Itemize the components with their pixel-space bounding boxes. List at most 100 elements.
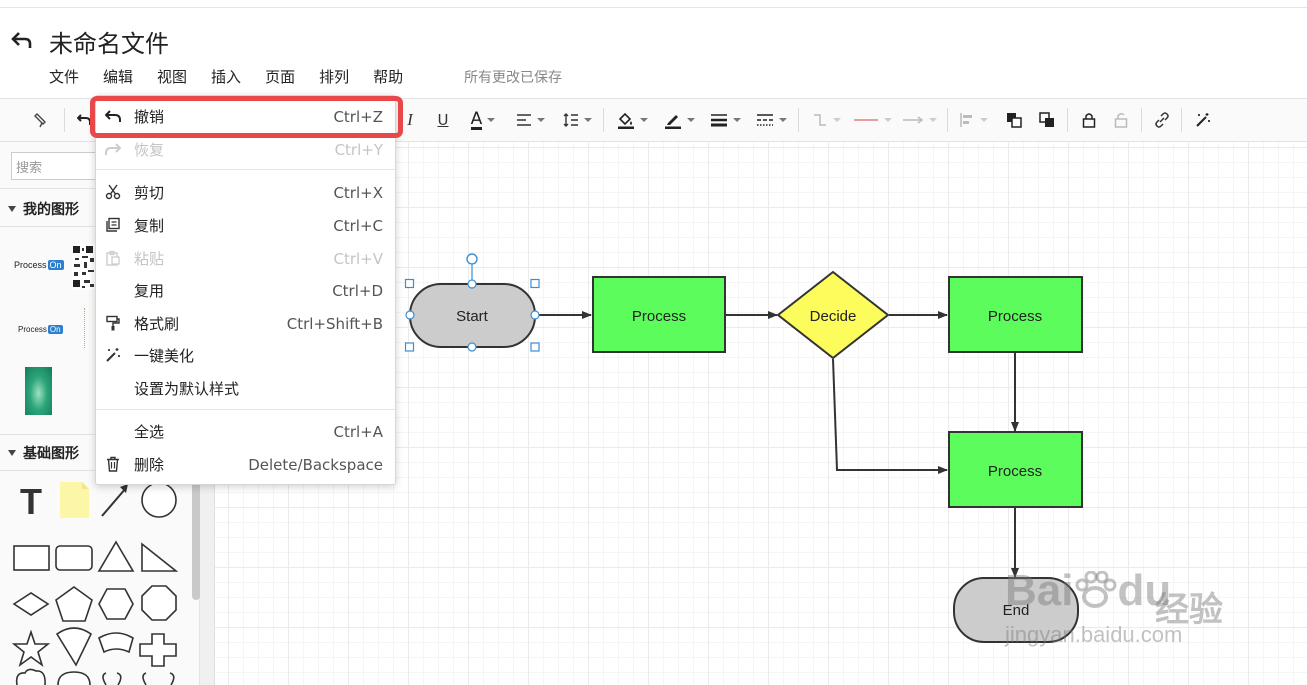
arrow-line-shape[interactable] [101, 484, 128, 517]
arc-band-shape[interactable] [98, 632, 134, 654]
menu-item-duplicate[interactable]: 复用 Ctrl+D [134, 281, 383, 301]
scissors-icon [105, 184, 121, 200]
fill-color-icon [617, 112, 634, 129]
chevron-down-icon [778, 118, 787, 122]
basic-shapes-grid: T [11, 481, 179, 685]
link-icon[interactable] [1151, 99, 1173, 141]
chevron-down-icon [979, 118, 988, 122]
menu-bar: 文件 编辑 视图 插入 页面 排列 帮助 [49, 66, 427, 87]
qr-code-thumbnail[interactable] [72, 244, 96, 290]
brace-shape[interactable] [102, 672, 122, 685]
line-spacing-button[interactable] [559, 99, 595, 141]
ellipse-shape[interactable] [57, 671, 91, 685]
thumbnail-partial[interactable] [84, 308, 94, 348]
svg-text:Process: Process [988, 463, 1042, 480]
align-shapes-button[interactable] [955, 99, 991, 141]
save-status: 所有更改已保存 [464, 70, 562, 86]
menu-item-copy[interactable]: 复制 Ctrl+C [96, 209, 395, 242]
menu-view[interactable]: 视图 [157, 68, 188, 86]
menu-help[interactable]: 帮助 [373, 68, 404, 86]
green-poster-thumbnail[interactable] [25, 367, 52, 415]
end-terminal-shape[interactable]: End [953, 577, 1079, 643]
menu-page[interactable]: 页面 [265, 68, 296, 86]
unlock-icon[interactable] [1110, 99, 1132, 141]
toolbar-divider [1141, 108, 1142, 132]
beautify-icon[interactable] [1192, 99, 1214, 141]
line-end-button[interactable] [850, 99, 894, 141]
menu-divider [96, 409, 395, 410]
menu-file[interactable]: 文件 [49, 68, 80, 86]
section-basic-shapes[interactable]: 基础图形 [8, 443, 79, 463]
funnel-sector-shape[interactable] [55, 627, 93, 667]
line-color-button[interactable] [659, 99, 699, 141]
bring-front-icon[interactable] [1003, 99, 1025, 141]
section-my-shapes[interactable]: 我的图形 [8, 199, 79, 219]
format-painter-icon [105, 315, 121, 331]
format-painter-icon[interactable] [30, 99, 52, 141]
rotate-handle[interactable] [466, 253, 478, 265]
undo-icon [105, 108, 121, 124]
connector-decide-process-2[interactable] [832, 358, 948, 474]
start-terminal-shape[interactable]: Start [409, 283, 536, 348]
undo-icon[interactable] [74, 99, 94, 141]
align-shapes-icon [959, 113, 972, 127]
menu-item-paste[interactable]: 粘贴 Ctrl+V [96, 242, 395, 275]
menu-arrange[interactable]: 排列 [319, 68, 350, 86]
note-shape[interactable] [60, 482, 89, 518]
menu-item-undo[interactable]: 撤销 Ctrl+Z [96, 100, 395, 133]
underline-icon[interactable]: U [437, 111, 449, 129]
chevron-down-icon [536, 118, 545, 122]
lock-icon[interactable] [1078, 99, 1100, 141]
pentagon-shape[interactable] [55, 586, 93, 622]
align-button[interactable] [511, 99, 549, 141]
diagram-canvas[interactable]: Start Process Decide Process [215, 142, 1307, 685]
line-width-icon [710, 114, 727, 127]
process-shape-2[interactable]: Process [948, 276, 1083, 353]
selection-handles[interactable] [404, 253, 540, 352]
text-tool-shape[interactable]: T [20, 481, 42, 522]
back-arrow-icon[interactable] [10, 28, 34, 52]
menu-item-select-all[interactable]: 全选 Ctrl+A [134, 422, 383, 442]
line-color-icon [664, 115, 681, 129]
svg-text:Decide: Decide [810, 308, 857, 325]
bracket-shape[interactable] [142, 672, 175, 685]
triangle-shape[interactable] [97, 540, 135, 572]
italic-icon[interactable]: I [407, 110, 413, 129]
paste-icon [105, 250, 121, 266]
line-style-button[interactable] [751, 99, 791, 141]
rounded-rectangle-shape[interactable] [55, 545, 93, 571]
menu-item-redo[interactable]: 恢复 Ctrl+Y [96, 133, 395, 166]
menu-item-beautify[interactable]: 一键美化 [96, 339, 395, 372]
rectangle-shape[interactable] [13, 545, 50, 571]
process-shape-1[interactable]: Process [592, 276, 726, 353]
diamond-shape[interactable] [12, 592, 50, 616]
connector-button[interactable] [808, 99, 844, 141]
menu-edit[interactable]: 编辑 [103, 68, 134, 86]
circle-shape[interactable] [141, 482, 177, 518]
search-input[interactable]: 搜索 [11, 152, 111, 180]
menu-insert[interactable]: 插入 [211, 68, 242, 86]
chevron-down-icon [686, 118, 695, 122]
hexagon-shape[interactable] [98, 588, 134, 620]
fill-color-button[interactable] [612, 99, 652, 141]
document-title[interactable]: 未命名文件 [49, 30, 169, 58]
process-shape-3[interactable]: Process [948, 431, 1083, 508]
panel-scrollbar[interactable] [192, 470, 200, 600]
right-triangle-shape[interactable] [141, 542, 179, 572]
send-back-icon[interactable] [1036, 99, 1058, 141]
menu-item-set-default-style[interactable]: 设置为默认样式 [134, 380, 240, 398]
menu-item-cut[interactable]: 剪切 Ctrl+X [96, 176, 395, 209]
decision-shape[interactable]: Decide [776, 270, 890, 360]
menu-item-format-painter[interactable]: 格式刷 Ctrl+Shift+B [96, 307, 395, 340]
line-width-button[interactable] [705, 99, 745, 141]
octagon-shape[interactable] [141, 585, 177, 621]
font-color-button[interactable]: A [464, 99, 502, 141]
cloud-shape[interactable] [15, 668, 46, 685]
cross-shape[interactable] [139, 633, 177, 667]
menu-item-delete[interactable]: 删除 Delete/Backspace [96, 448, 395, 481]
arrow-button[interactable] [898, 99, 940, 141]
star-shape[interactable] [11, 629, 51, 668]
line-spacing-icon [563, 113, 578, 127]
